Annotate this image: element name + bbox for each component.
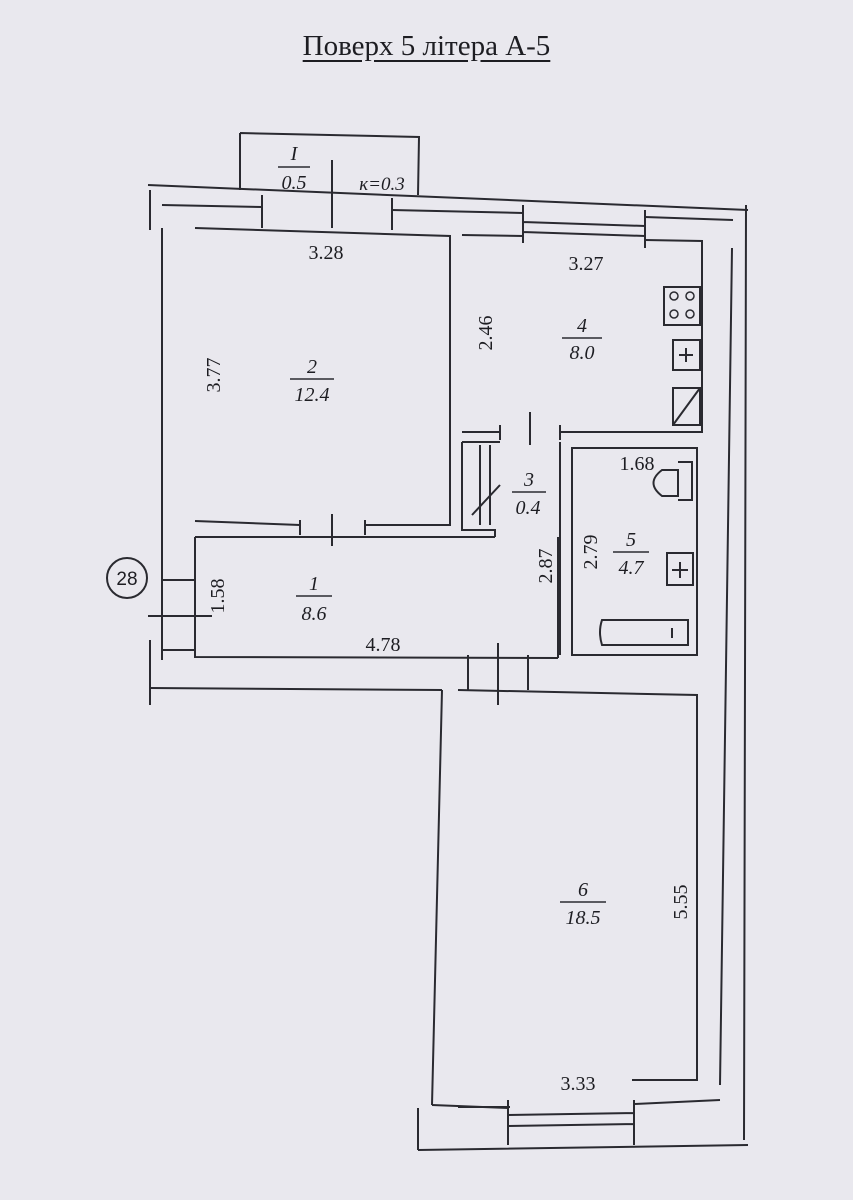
room-1-number: 1 <box>309 573 319 595</box>
balcony-door <box>261 160 393 230</box>
marker-circle <box>106 557 148 599</box>
room-1-walls <box>194 536 559 659</box>
room-4-length: 3.27 <box>569 253 604 275</box>
room-2-door <box>299 514 366 546</box>
room-3-walls <box>461 441 561 655</box>
balcony-coefficient: к=0.3 <box>359 174 404 195</box>
building-marker: 28 <box>106 557 148 599</box>
outer-wall-top <box>147 184 749 211</box>
room-1-length: 4.78 <box>366 634 401 656</box>
room-2-width: 3.77 <box>203 358 225 393</box>
room-5-width: 2.79 <box>580 535 602 570</box>
room-4-width: 2.46 <box>475 316 497 351</box>
toilet-icon <box>652 461 693 501</box>
title-text: Поверх 5 літера А-5 <box>302 30 551 62</box>
room-4-door <box>499 412 561 445</box>
room-1-area: 8.6 <box>302 603 327 625</box>
balcony-area: 0.5 <box>282 172 307 194</box>
room-6-walls <box>457 689 698 1108</box>
room-2-number: 2 <box>307 356 317 378</box>
room-5-number: 5 <box>626 529 636 551</box>
room-3-shelf <box>471 445 501 525</box>
balcony-number: I <box>290 143 299 165</box>
stove-burners-icon <box>669 291 695 319</box>
room-2-length: 3.28 <box>309 242 344 264</box>
stove-box-icon <box>672 387 701 426</box>
washbasin-icon <box>666 552 694 586</box>
room-5-walls <box>571 447 698 656</box>
room-5-area: 4.7 <box>619 557 645 579</box>
room-6-width: 5.55 <box>670 885 692 920</box>
room-5-length: 1.68 <box>620 453 655 475</box>
room-1-door-south <box>467 643 529 705</box>
room-4-labels: 3.27 2.46 4 8.0 <box>475 253 604 364</box>
balcony-outline <box>239 132 421 196</box>
room-3-labels: 3 0.4 <box>512 469 546 519</box>
room-6-number: 6 <box>578 879 588 901</box>
bathtub-icon <box>599 619 689 646</box>
room-4-walls <box>461 234 703 433</box>
stove-icon <box>663 286 701 326</box>
room-1-side: 2.87 <box>535 549 557 584</box>
outer-wall-inner-top <box>161 204 734 221</box>
sink-icon <box>672 339 701 371</box>
room-6-area: 18.5 <box>566 907 601 929</box>
room-4-number: 4 <box>577 315 587 337</box>
room-2-labels: 3.28 3.77 2 12.4 <box>203 242 344 406</box>
room-4-area: 8.0 <box>570 342 595 364</box>
room-3-area: 0.4 <box>516 497 541 519</box>
marker-number: 28 <box>116 569 137 590</box>
room-1-labels: 1.58 2.87 1 8.6 4.78 <box>207 549 557 657</box>
room-2-walls <box>194 227 451 526</box>
room-6-window <box>507 1100 635 1145</box>
floor-plan-title: Поверх 5 літера А-5 <box>0 30 853 63</box>
room-1-width: 1.58 <box>207 579 229 614</box>
balcony-labels: I 0.5 к=0.3 <box>278 143 405 195</box>
room-2-area: 12.4 <box>295 384 330 406</box>
outer-wall-bottom <box>149 687 749 1151</box>
room-6-length: 3.33 <box>561 1073 596 1095</box>
room-3-number: 3 <box>523 469 534 491</box>
outer-wall-right <box>719 204 747 1141</box>
room-1-entrance <box>148 579 212 651</box>
room-4-window <box>522 205 646 248</box>
outer-wall-left <box>149 190 163 705</box>
room-6-labels: 6 18.5 5.55 3.33 <box>560 879 692 1095</box>
room-5-labels: 1.68 2.79 5 4.7 <box>580 453 655 579</box>
